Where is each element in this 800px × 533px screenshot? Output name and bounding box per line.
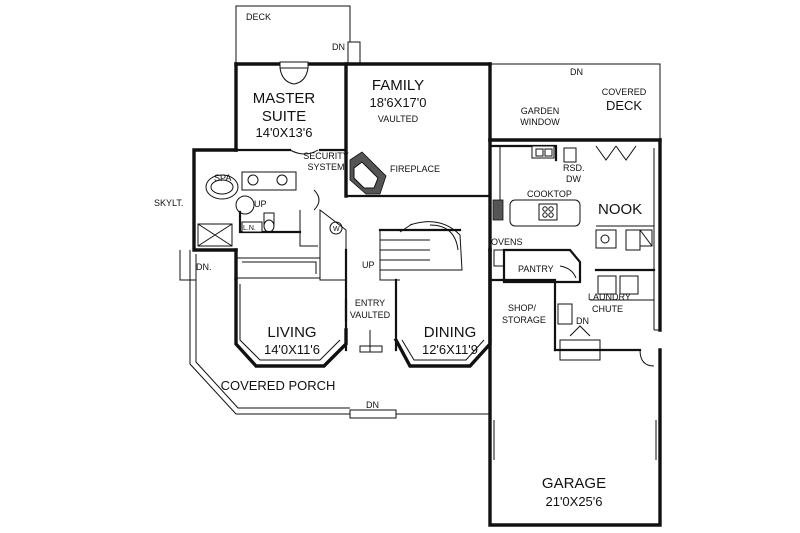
family-name: FAMILY	[372, 77, 424, 94]
rsd-label: RSD.	[563, 163, 585, 173]
dn-left-label: DN.	[196, 262, 212, 272]
dining-name: DINING	[424, 324, 477, 341]
living-name: LIVING	[267, 324, 316, 341]
pantry-label: PANTRY	[518, 264, 554, 274]
kitchen	[488, 144, 656, 361]
ovens-label: OVENS	[491, 237, 523, 247]
deck	[235, 5, 361, 65]
linen-label: L.N.	[243, 225, 256, 232]
master-suite-area	[197, 61, 348, 281]
master-suite-name-1: MASTER	[253, 90, 316, 107]
entry-name: ENTRY	[355, 298, 385, 308]
garage-name: GARAGE	[542, 475, 606, 492]
living-size: 14'0X11'6	[264, 342, 320, 357]
washer-label: W	[333, 226, 340, 233]
dw-label: DW	[566, 174, 581, 184]
spa-label: SPA	[214, 173, 231, 183]
dn-laundry-label: DN	[576, 316, 589, 326]
covered-deck-line2: DECK	[606, 98, 642, 113]
security-line2: SYSTEM	[307, 162, 344, 172]
garage-size: 21'0X25'6	[545, 494, 602, 509]
dn-deck-label: DN	[332, 42, 345, 52]
cooktop-label: COOKTOP	[527, 189, 572, 199]
garden-window-line1: GARDEN	[521, 106, 560, 116]
master-suite-name-2: SUITE	[262, 108, 306, 125]
skylight-label: SKYLT.	[154, 198, 183, 208]
garage	[493, 349, 657, 460]
nook-name: NOOK	[598, 201, 642, 218]
family-note: VAULTED	[378, 114, 419, 124]
shop-storage-line1: SHOP/	[508, 303, 537, 313]
dn-covered-deck-label: DN	[570, 67, 583, 77]
entry-note: VAULTED	[350, 310, 391, 320]
dn-porch-label: DN	[366, 400, 379, 410]
laundry-chute-line1: LAUNDRY	[588, 292, 631, 302]
up-bath-label: UP	[254, 199, 267, 209]
deck-label: DECK	[246, 12, 271, 22]
shop-storage-line2: STORAGE	[502, 315, 546, 325]
living-dining	[179, 248, 492, 419]
family-area	[349, 151, 387, 195]
garden-window-line2: WINDOW	[520, 117, 560, 127]
exterior-walls	[192, 62, 662, 527]
master-suite-size: 14'0X13'6	[255, 125, 312, 140]
covered-porch-label: COVERED PORCH	[221, 378, 336, 393]
security-line1: SECURITY	[303, 151, 349, 161]
dining-size: 12'6X11'9	[422, 342, 478, 357]
fireplace-label: FIREPLACE	[390, 164, 440, 174]
laundry-chute-line2: CHUTE	[592, 304, 623, 314]
up-stair-label: UP	[362, 260, 375, 270]
covered-deck-line1: COVERED	[602, 87, 647, 97]
family-size: 18'6X17'0	[369, 95, 426, 110]
